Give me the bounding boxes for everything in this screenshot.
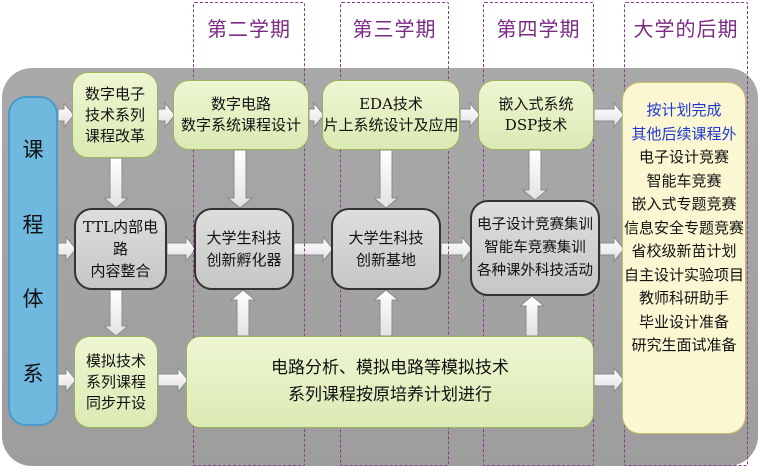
box-line: 大学生科技 xyxy=(206,229,282,247)
innovation-incubator-box: 大学生科技 创新孵化器 xyxy=(194,208,294,290)
right-arrow xyxy=(57,366,77,394)
semester-column-2 xyxy=(193,2,305,466)
later-item: 嵌入式专题竞赛 xyxy=(631,195,737,213)
innovation-base-box: 大学生科技 创新基地 xyxy=(331,208,441,290)
box-line: 系列课程 xyxy=(85,372,146,391)
box-line: EDA技术 xyxy=(359,95,423,113)
box-line: 片上系统设计及应用 xyxy=(323,116,459,134)
down-arrow xyxy=(102,289,130,337)
competition-training-box: 电子设计竞赛集训 智能车竞赛集训 各种课外科技活动 xyxy=(470,200,600,296)
left-bar-char: 课 xyxy=(22,138,44,163)
up-arrow xyxy=(372,289,400,337)
curriculum-system-bar: 课 程 体 系 xyxy=(8,96,58,426)
box-line: 模拟技术 xyxy=(85,351,146,370)
digital-circuit-box: 数字电路 数字系统课程设计 xyxy=(173,80,309,150)
later-item: 自主设计实验项目 xyxy=(623,265,744,284)
down-arrow xyxy=(521,149,549,201)
semester-label: 大学的后期 xyxy=(633,16,739,41)
right-arrow xyxy=(157,366,189,394)
course-reform-box: 数字电子 技术系列 课程改革 xyxy=(72,72,158,158)
later-item: 信息安全专题竞赛 xyxy=(623,218,744,237)
left-bar-char: 系 xyxy=(22,361,44,386)
later-stage-box: 按计划完成 其他后续课程外 电子设计竞赛 智能车竞赛 嵌入式专题竞赛 信息安全专… xyxy=(622,82,746,434)
semester-label: 第三学期 xyxy=(352,16,437,41)
right-arrow xyxy=(166,235,197,263)
box-line: 数字系统课程设计 xyxy=(180,116,301,134)
box-line: 技术系列 xyxy=(84,105,145,124)
right-arrow xyxy=(57,235,77,263)
right-arrow xyxy=(593,366,625,394)
left-bar-char: 程 xyxy=(22,212,44,237)
analog-plan-band: 电路分析、模拟电路等模拟技术 系列课程按原培养计划进行 xyxy=(186,336,594,428)
semester-label: 第四学期 xyxy=(496,16,581,41)
later-item: 教师科研助手 xyxy=(638,289,729,307)
right-arrow xyxy=(57,101,75,129)
right-arrow xyxy=(157,101,176,129)
ttl-integration-box: TTL内部电路 内容整合 xyxy=(74,208,167,290)
right-arrow xyxy=(308,101,325,129)
later-highlight-line: 按计划完成 xyxy=(646,101,722,119)
box-line: 创新孵化器 xyxy=(206,251,282,269)
semester-label: 第二学期 xyxy=(207,16,291,41)
box-line: TTL内部电路 xyxy=(82,218,159,258)
right-arrow xyxy=(293,235,334,263)
down-arrow xyxy=(102,157,130,209)
right-arrow xyxy=(599,235,625,263)
later-item: 研究生面试准备 xyxy=(631,336,737,354)
box-line: 内容整合 xyxy=(90,262,151,280)
analog-courses-box: 模拟技术 系列课程 同步开设 xyxy=(74,336,158,428)
later-item: 电子设计竞赛 xyxy=(638,148,729,166)
box-line: 创新基地 xyxy=(355,251,416,269)
box-line: 同步开设 xyxy=(85,393,146,412)
down-arrow xyxy=(226,149,254,209)
box-line: 电子设计竞赛集训 xyxy=(477,216,593,233)
up-arrow xyxy=(229,289,257,337)
later-item: 省校级新苗计划 xyxy=(631,242,737,260)
later-highlight-line: 其他后续课程外 xyxy=(631,124,737,143)
box-line: 智能车竞赛集训 xyxy=(484,239,586,256)
box-line: 数字电路 xyxy=(210,95,271,113)
up-arrow xyxy=(518,295,546,337)
left-bar-char: 体 xyxy=(22,287,44,312)
box-line: 各种课外科技活动 xyxy=(477,262,593,279)
down-arrow xyxy=(372,149,400,209)
later-item: 智能车竞赛 xyxy=(646,171,722,190)
right-arrow xyxy=(593,101,625,129)
right-arrow xyxy=(459,101,481,129)
band-line: 系列课程按原培养计划进行 xyxy=(288,385,492,405)
box-line: 大学生科技 xyxy=(348,229,424,247)
box-line: 课程改革 xyxy=(84,126,145,145)
later-item: 毕业设计准备 xyxy=(638,312,729,331)
band-line: 电路分析、模拟电路等模拟技术 xyxy=(271,358,509,378)
embedded-box: 嵌入式系统 DSP技术 xyxy=(478,80,594,150)
eda-box: EDA技术 片上系统设计及应用 xyxy=(322,80,460,150)
box-line: 数字电子 xyxy=(84,84,145,103)
box-line: 嵌入式系统 xyxy=(498,95,574,113)
box-line: DSP技术 xyxy=(504,116,568,134)
